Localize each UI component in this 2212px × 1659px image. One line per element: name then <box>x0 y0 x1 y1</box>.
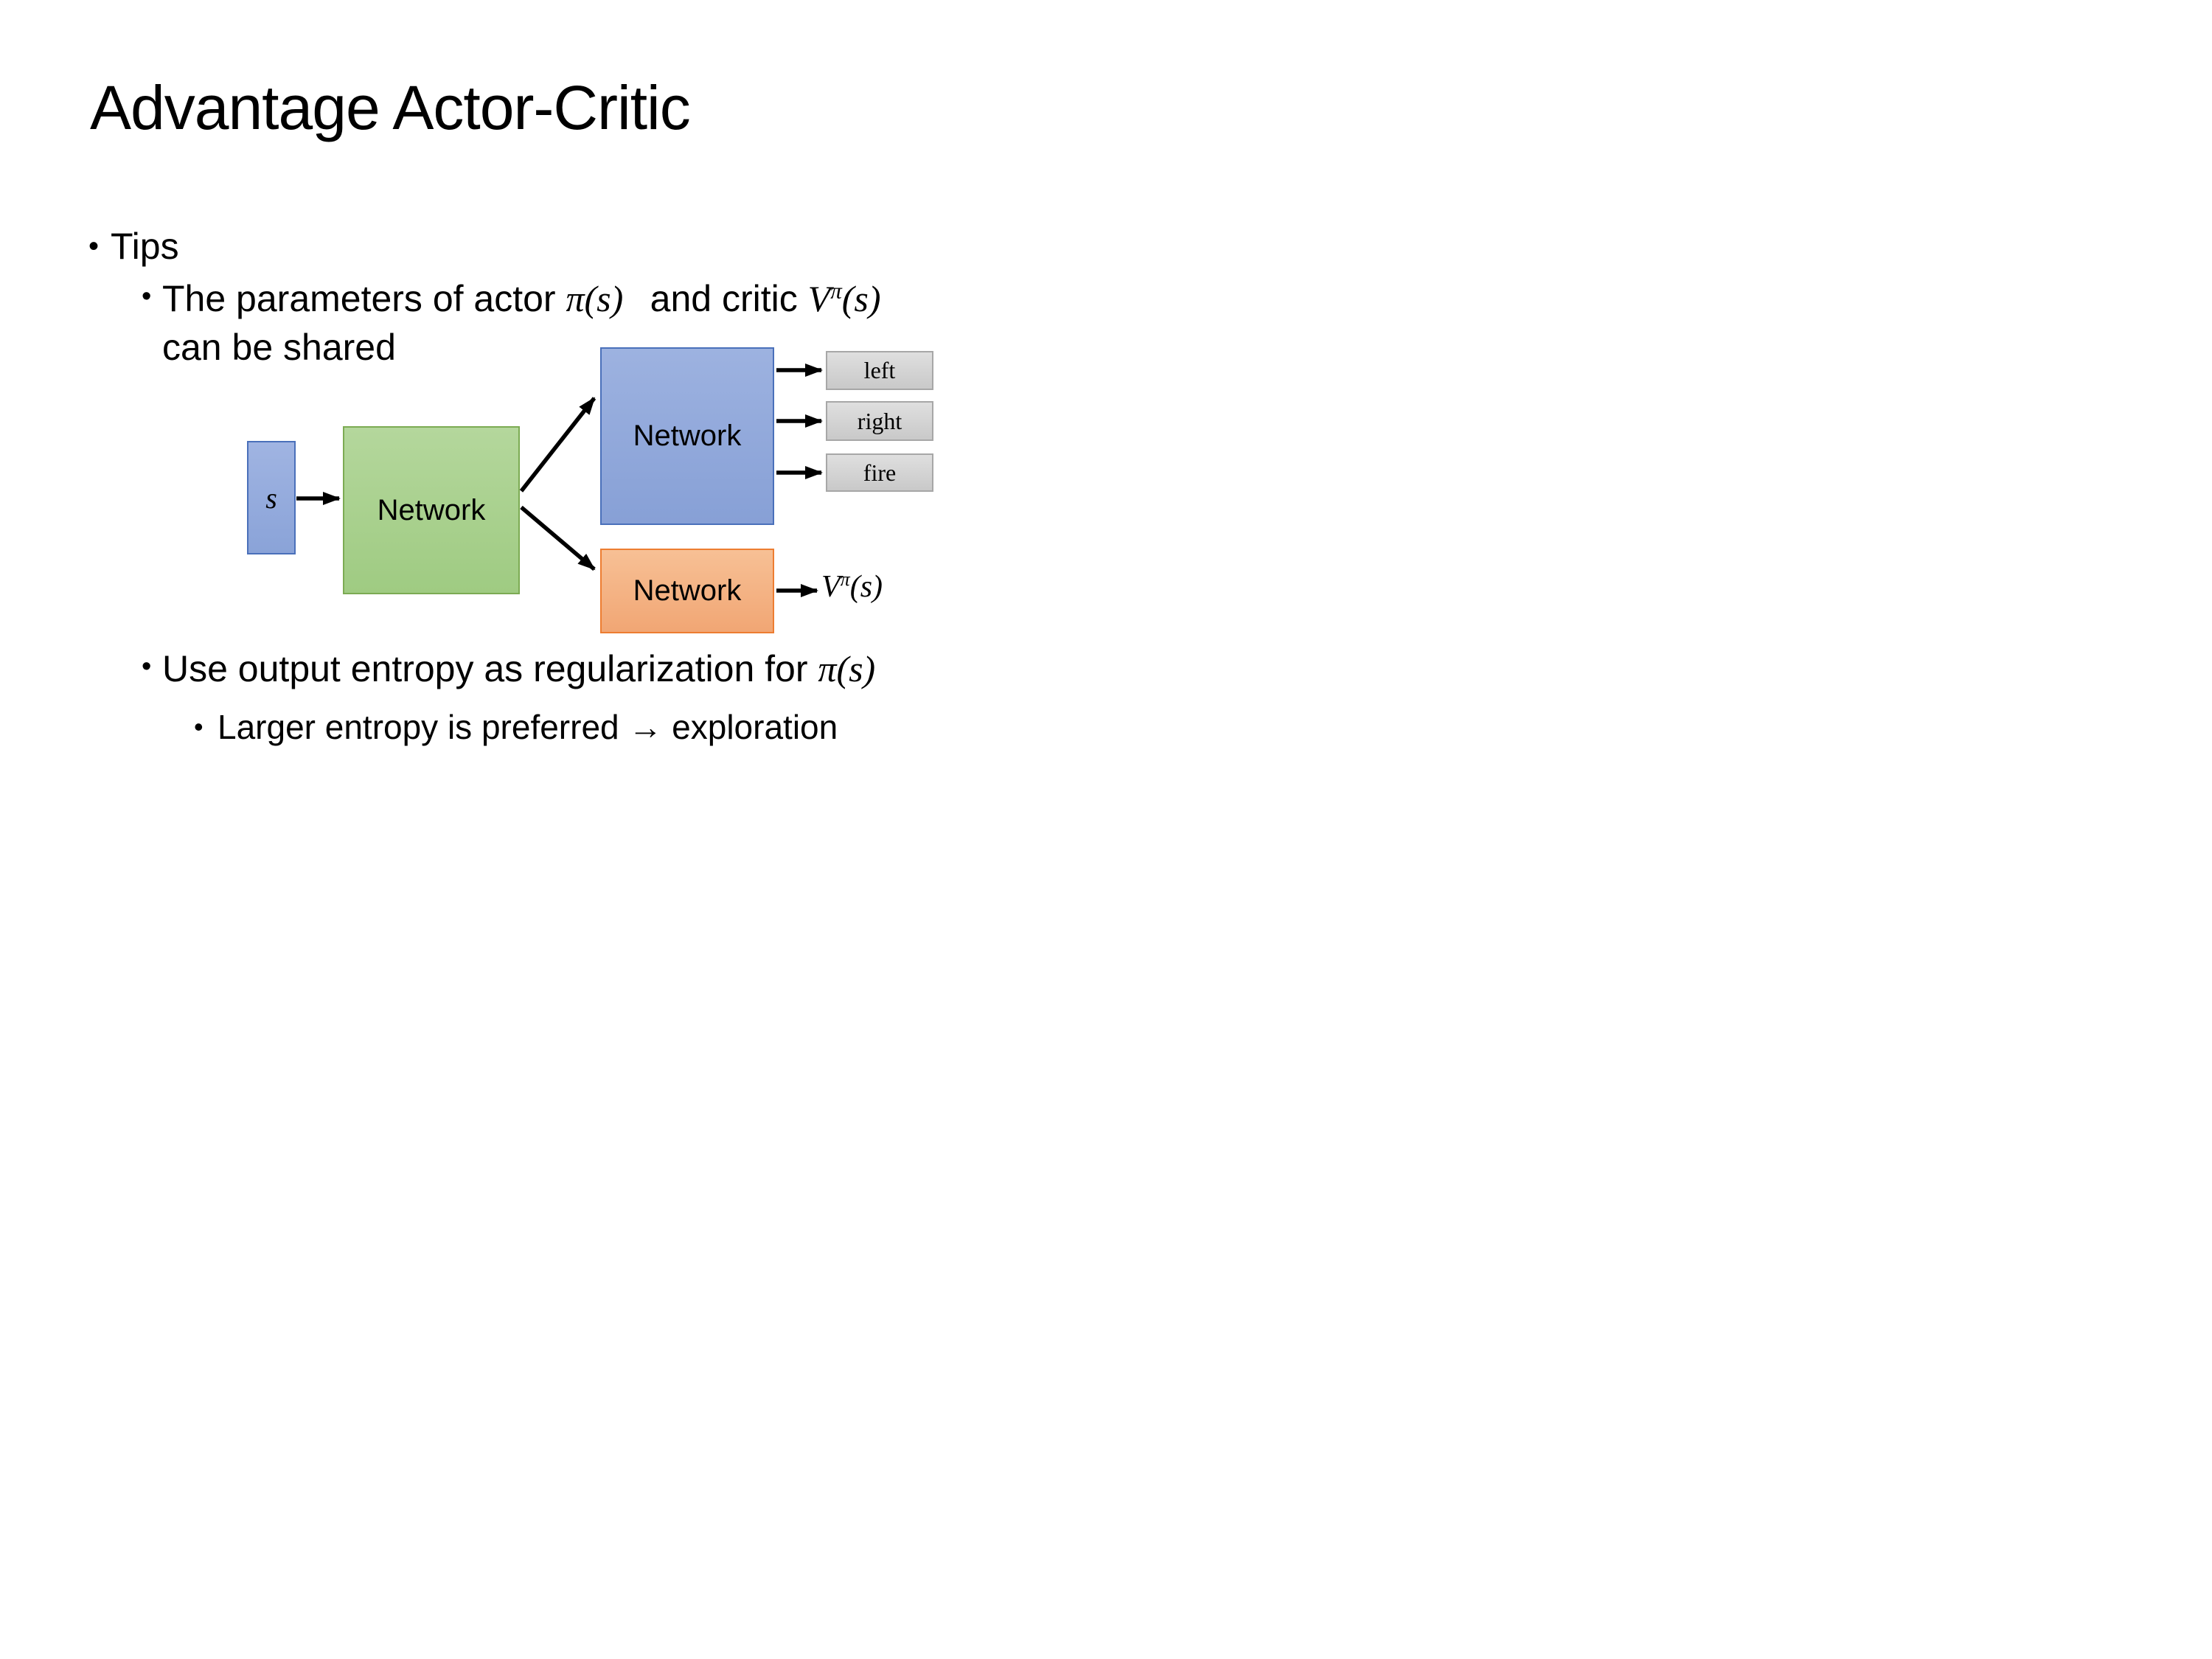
critic-value-base: V <box>807 278 831 319</box>
bullet-parameters-line2: can be shared <box>162 327 396 368</box>
state-input-box: s <box>247 441 296 554</box>
actor-policy-formula: π(s) <box>566 278 624 319</box>
critic-output-formula: Vπ(s) <box>821 569 883 605</box>
bullet-exploration-label: Larger entropy is preferred → exploratio… <box>218 708 838 746</box>
bullet-entropy: • Use output entropy as regularization f… <box>142 644 875 693</box>
shared-network-box: Network <box>343 426 520 594</box>
bullet-parameters: • The parameters of actor π(s) and criti… <box>142 274 880 372</box>
parameters-text-mid: and critic <box>639 278 808 319</box>
critic-network-box: Network <box>600 549 774 633</box>
actor-network-box: Network <box>600 347 774 525</box>
bullet-dot: • <box>88 230 100 262</box>
bullet-dot: • <box>142 281 152 312</box>
critic-value-sup: π <box>830 277 842 304</box>
action-left-label: left <box>863 357 896 383</box>
action-left-box: left <box>826 351 933 390</box>
critic-value-args: (s) <box>841 278 881 319</box>
entropy-text-before: Use output entropy as regularization for <box>162 648 818 689</box>
critic-output-base: V <box>821 570 841 604</box>
action-right-box: right <box>826 401 933 441</box>
bullet-dot: • <box>142 651 152 682</box>
bullet-dot: • <box>194 712 204 742</box>
bullet-entropy-text: Use output entropy as regularization for… <box>162 644 875 693</box>
actor-network-label: Network <box>633 420 742 452</box>
state-input-label: s <box>265 481 277 515</box>
parameters-text-before: The parameters of actor <box>162 278 566 319</box>
bullet-tips: • Tips <box>88 223 179 270</box>
bullet-parameters-text: The parameters of actor π(s) and critic … <box>162 274 880 372</box>
critic-output-sup: π <box>840 568 850 590</box>
bullet-tips-label: Tips <box>111 226 179 267</box>
action-right-label: right <box>857 407 902 434</box>
slide: Advantage Actor-Critic • Tips • The para… <box>0 0 1106 830</box>
arrow-shared-to-actor <box>519 397 597 493</box>
critic-network-label: Network <box>633 574 742 607</box>
bullet-exploration: • Larger entropy is preferred → explorat… <box>194 706 838 749</box>
entropy-policy-formula: π(s) <box>818 648 876 689</box>
shared-network-label: Network <box>377 493 486 526</box>
bullet-parameters-line1: The parameters of actor π(s) and critic … <box>162 274 880 323</box>
critic-output-args: (s) <box>849 570 883 604</box>
action-fire-label: fire <box>863 459 897 486</box>
slide-title: Advantage Actor-Critic <box>90 73 691 142</box>
action-fire-box: fire <box>826 453 933 492</box>
critic-value-formula: Vπ(s) <box>808 278 881 319</box>
arrow-shared-to-critic <box>520 505 596 571</box>
